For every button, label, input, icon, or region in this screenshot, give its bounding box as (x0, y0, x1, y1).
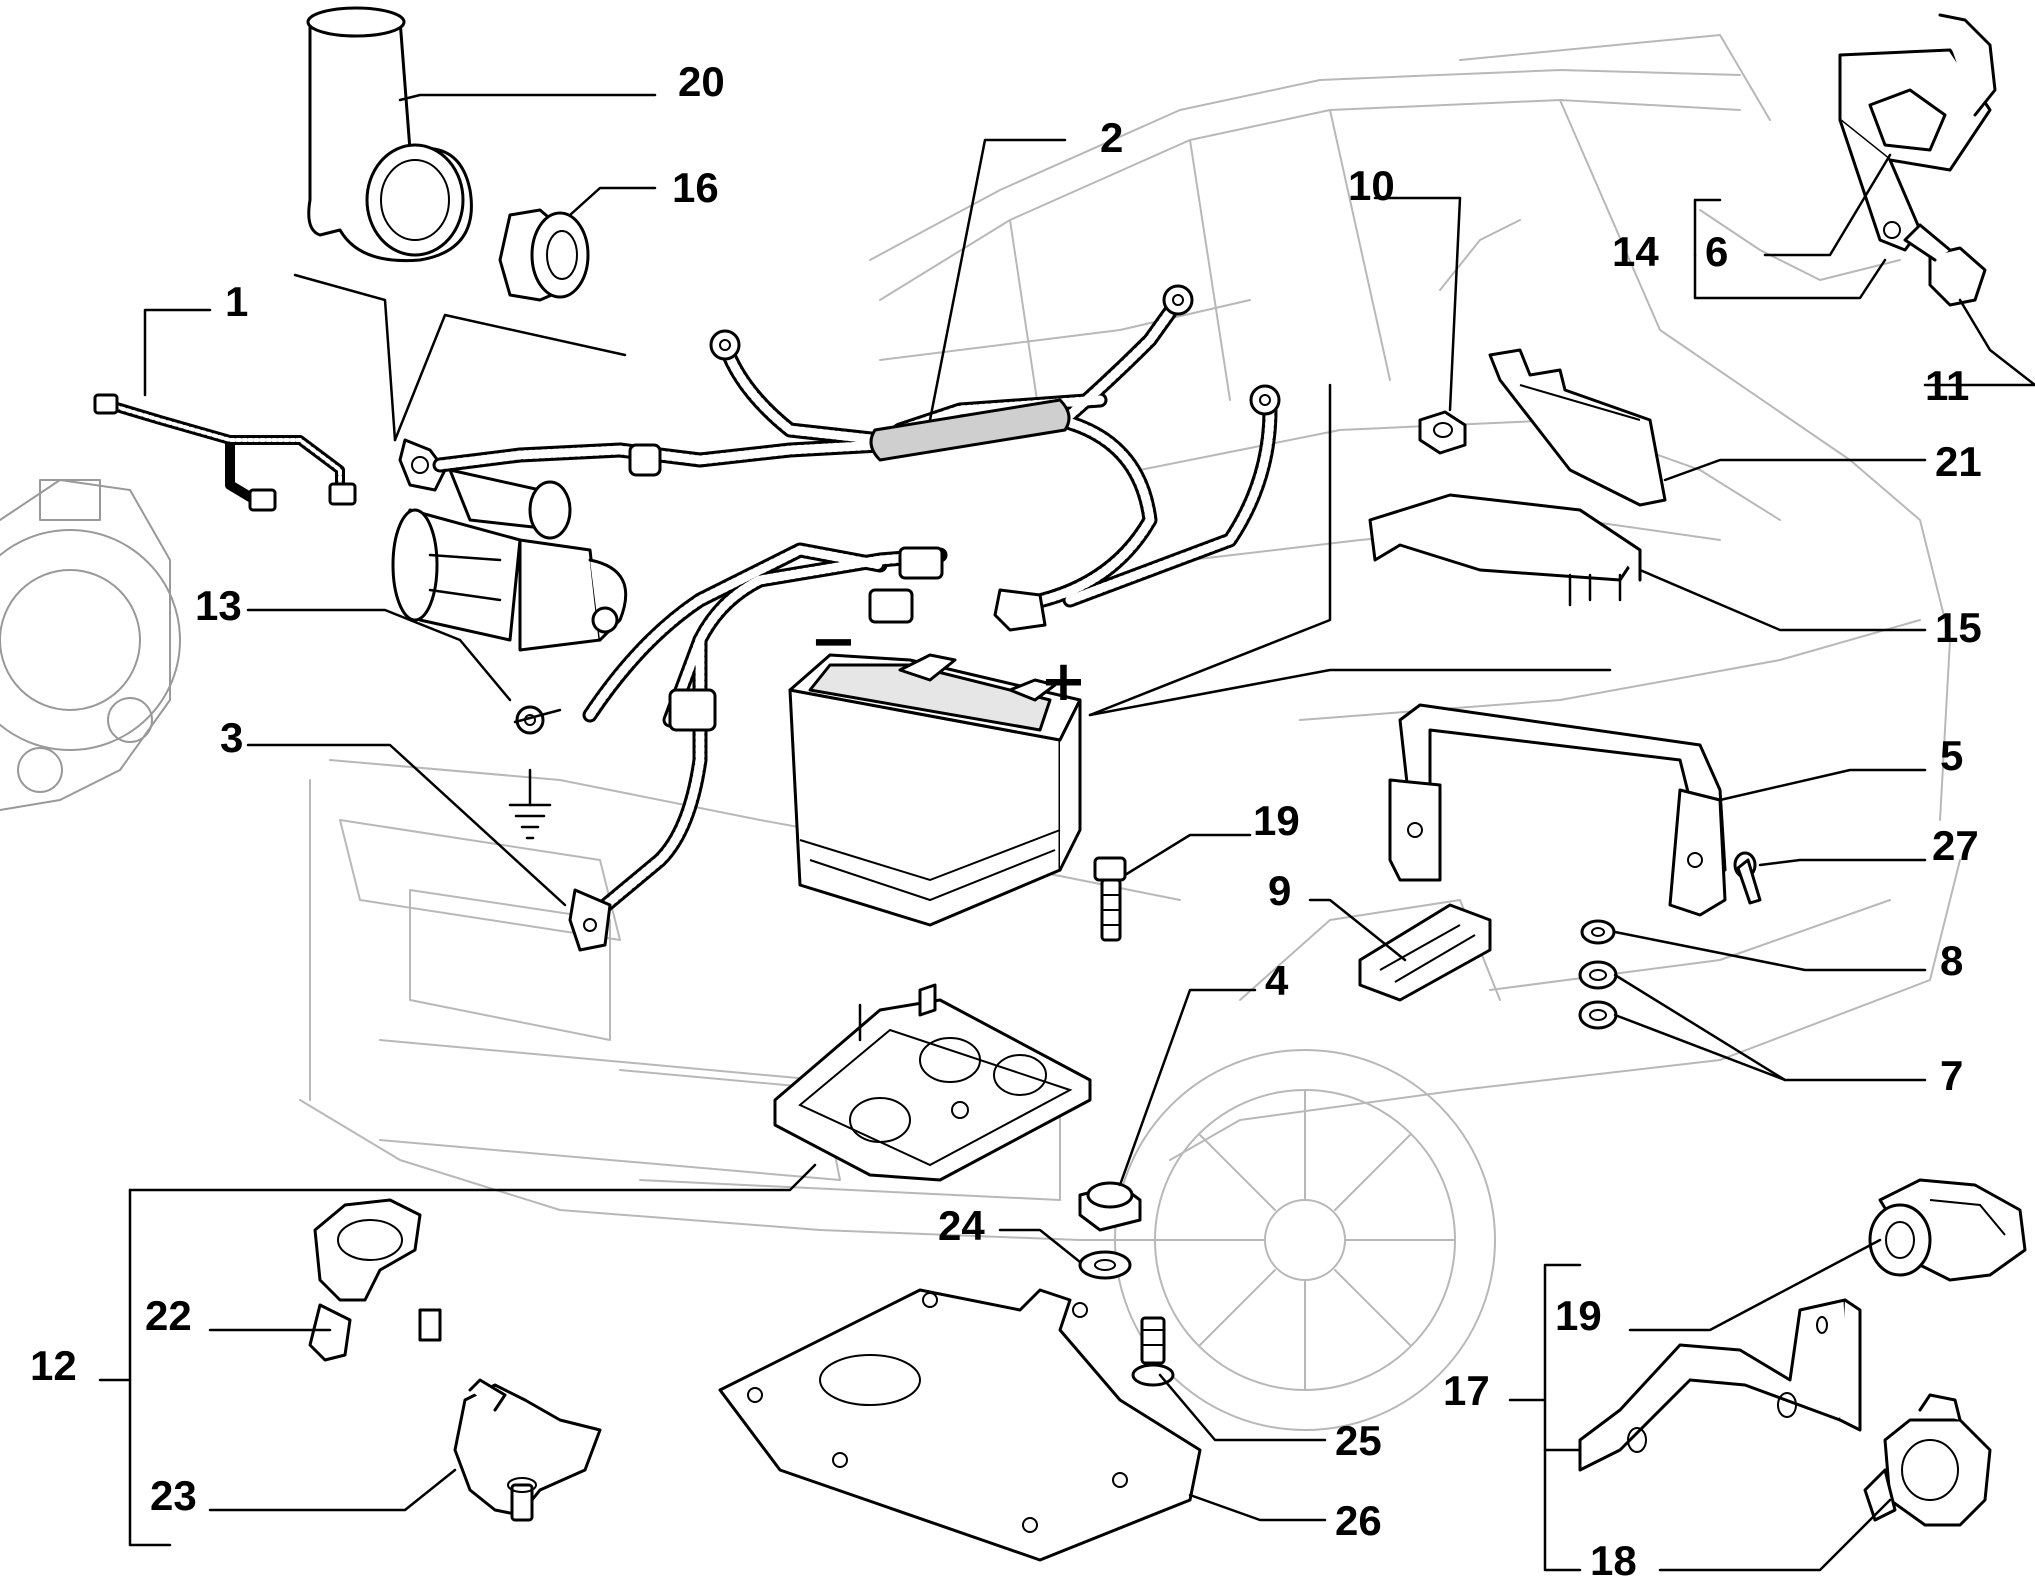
ground-symbol (508, 768, 552, 840)
callout-14: 14 (1612, 228, 1659, 275)
callout-18: 18 (1590, 1537, 1637, 1580)
callout-8: 8 (1940, 937, 1963, 984)
callout-21: 21 (1935, 438, 1982, 485)
part-20-hose-elbow (306, 6, 473, 263)
part-24-washer (1078, 1250, 1132, 1280)
part-7-spacers (1578, 960, 1618, 1030)
part-2-main-battery-harness (432, 284, 1281, 952)
callout-22: 22 (145, 1292, 192, 1339)
part-25-bolt (1131, 1316, 1175, 1387)
callout-labels: 20 16 2 1 13 3 10 14 6 11 21 15 19 9 5 2… (30, 58, 1982, 1580)
callout-2: 2 (1100, 114, 1123, 161)
positive-terminal-sign: + (1040, 649, 1087, 714)
part-9-hold-down-clamp (1358, 903, 1492, 1002)
part-15-cover (1368, 493, 1642, 607)
battery (788, 653, 1082, 927)
callout-12: 12 (30, 1342, 77, 1389)
part-8-washer (1580, 919, 1616, 945)
part-23-cable-clip (453, 1378, 602, 1522)
callout-24: 24 (938, 1202, 985, 1249)
callout-7: 7 (1940, 1052, 1963, 1099)
callout-5: 5 (1940, 732, 1963, 779)
part-21-cover-plate (1488, 348, 1667, 507)
callout-6: 6 (1705, 228, 1728, 275)
part-18-cable-clip (1863, 1393, 1992, 1527)
part-1-wire-harness (93, 393, 357, 512)
callout-26: 26 (1335, 1497, 1382, 1544)
starter-motor (391, 438, 628, 652)
callout-25: 25 (1335, 1417, 1382, 1464)
callout-9: 9 (1268, 867, 1291, 914)
callout-10: 10 (1348, 162, 1395, 209)
part-5-hold-down-strap (1388, 703, 1727, 917)
part-10-nut (1418, 410, 1467, 455)
part-6-fuse-holder-bracket (1838, 13, 1997, 252)
callout-3: 3 (220, 714, 243, 761)
part-22-cable-clip (308, 1198, 442, 1362)
part-26-mounting-plate (718, 1288, 1202, 1562)
negative-terminal-sign: − (810, 609, 857, 674)
callout-23: 23 (150, 1472, 197, 1519)
callout-1: 1 (225, 278, 248, 325)
part-12-battery-tray (773, 983, 1092, 1182)
callout-11: 11 (1925, 362, 1969, 409)
callout-16: 16 (672, 164, 719, 211)
callout-19-center: 19 (1253, 797, 1300, 844)
callout-20: 20 (678, 58, 725, 105)
part-27-screw (1733, 851, 1762, 905)
part-11-bolt (1903, 223, 1987, 307)
callout-27: 27 (1932, 822, 1979, 869)
callout-13: 13 (195, 582, 242, 629)
part-16-grommet (498, 208, 590, 302)
part-19-stud (1093, 856, 1127, 942)
callout-19-right: 19 (1555, 1292, 1602, 1339)
callout-15: 15 (1935, 604, 1982, 651)
callout-4: 4 (1265, 957, 1289, 1004)
callout-17: 17 (1443, 1367, 1490, 1414)
leader-lines (98, 93, 2035, 1572)
alternator-illustration (0, 479, 181, 811)
vehicle-outline-background (299, 34, 1961, 1431)
part-17-mounting-bracket (1578, 1298, 1862, 1472)
part-19-cable-clip (1868, 1178, 2027, 1282)
part-4-nut (1078, 1181, 1142, 1232)
